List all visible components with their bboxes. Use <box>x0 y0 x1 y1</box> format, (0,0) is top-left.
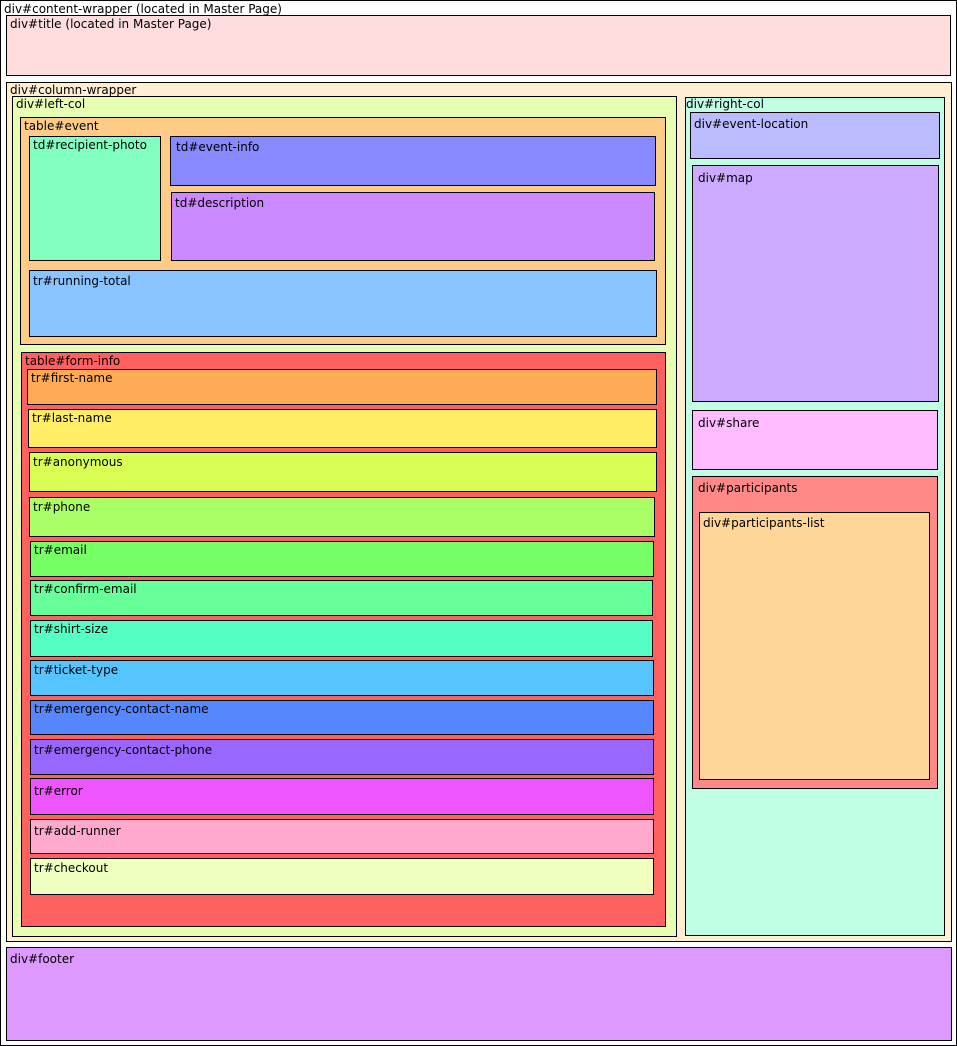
footer-label: div#footer <box>10 952 75 966</box>
running-total-box: tr#running-total <box>29 270 657 337</box>
map-label: div#map <box>698 171 753 185</box>
form-row-label: tr#checkout <box>34 861 109 875</box>
form-row-label: tr#ticket-type <box>34 663 119 677</box>
event-info-label: td#event-info <box>176 140 260 154</box>
form-row-label: tr#emergency-contact-name <box>34 702 209 716</box>
description-label: td#description <box>175 196 265 210</box>
title-box-label: div#title (located in Master Page) <box>10 17 212 31</box>
form-row-label: tr#phone <box>33 500 91 514</box>
form-info-label: table#form-info <box>25 354 121 368</box>
form-row-label: tr#emergency-contact-phone <box>34 743 213 757</box>
form-row-shirt-size: tr#shirt-size <box>30 620 653 657</box>
form-row-label: tr#email <box>34 543 87 557</box>
event-location-label: div#event-location <box>694 117 809 131</box>
recipient-photo-box: td#recipient-photo <box>29 136 161 261</box>
form-row-emergency-contact-phone: tr#emergency-contact-phone <box>30 739 654 775</box>
form-row-emergency-contact-name: tr#emergency-contact-name <box>30 700 654 735</box>
form-row-first-name: tr#first-name <box>27 369 657 405</box>
form-row-email: tr#email <box>30 541 654 577</box>
column-wrapper-label: div#column-wrapper <box>10 83 137 97</box>
form-row-ticket-type: tr#ticket-type <box>30 660 654 696</box>
form-row-label: tr#anonymous <box>33 455 123 469</box>
form-row-checkout: tr#checkout <box>30 858 654 895</box>
right-col-label: div#right-col <box>686 97 764 111</box>
form-row-label: tr#confirm-email <box>34 582 137 596</box>
participants-list-box: div#participants-list <box>699 512 930 780</box>
form-row-label: tr#shirt-size <box>34 622 109 636</box>
share-box: div#share <box>692 410 938 470</box>
form-row-phone: tr#phone <box>29 497 655 537</box>
footer-box: div#footer <box>6 947 952 1041</box>
event-location-box: div#event-location <box>690 112 940 159</box>
form-row-label: tr#first-name <box>31 371 113 385</box>
form-row-last-name: tr#last-name <box>28 409 657 448</box>
event-table-label: table#event <box>24 119 99 133</box>
running-total-label: tr#running-total <box>33 274 131 288</box>
event-info-box: td#event-info <box>170 136 656 186</box>
left-col-label: div#left-col <box>16 97 86 111</box>
title-box: div#title (located in Master Page) <box>6 15 951 76</box>
content-wrapper-label: div#content-wrapper (located in Master P… <box>4 2 282 16</box>
form-row-add-runner: tr#add-runner <box>30 819 654 854</box>
participants-list-label: div#participants-list <box>703 516 825 530</box>
form-row-confirm-email: tr#confirm-email <box>30 580 653 616</box>
form-row-error: tr#error <box>30 778 654 815</box>
share-label: div#share <box>698 416 760 430</box>
form-row-label: tr#last-name <box>32 411 112 425</box>
form-row-label: tr#error <box>34 784 83 798</box>
description-box: td#description <box>171 192 655 261</box>
form-row-label: tr#add-runner <box>34 824 121 838</box>
map-box: div#map <box>692 165 939 402</box>
recipient-photo-label: td#recipient-photo <box>33 138 147 152</box>
form-row-anonymous: tr#anonymous <box>29 452 657 492</box>
participants-label: div#participants <box>698 481 798 495</box>
